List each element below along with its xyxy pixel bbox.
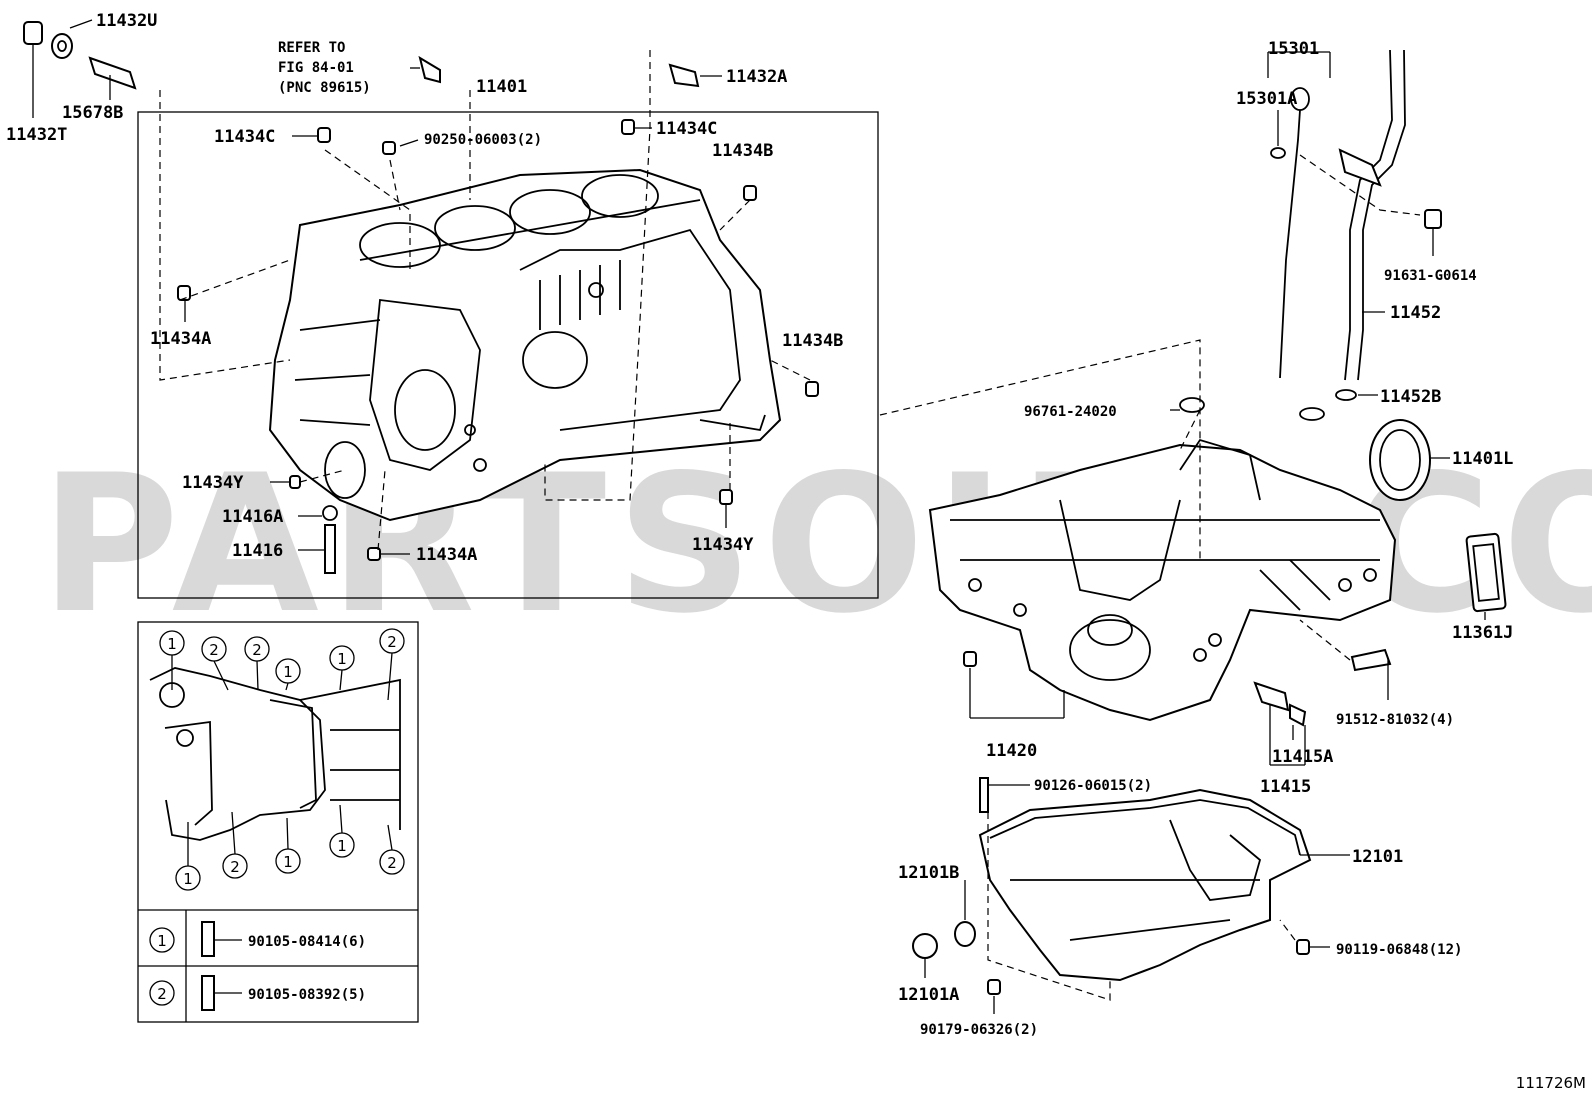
svg-text:1: 1 [167,635,177,653]
part-labels: 11432U 15678B 11432T REFER TO FIG 84-01 … [6,11,1513,1038]
figure-code: 111726M [1516,1074,1586,1092]
label-90119-06848: 90119-06848(12) [1336,942,1462,958]
crankcase-drawing [928,438,1397,722]
label-15678B: 15678B [62,103,123,123]
svg-text:2: 2 [230,858,240,876]
label-11361J: 11361J [1452,623,1513,643]
svg-text:1: 1 [283,663,293,681]
pattern-marker-9: 1 [275,848,301,874]
pattern-marker-4: 1 [275,658,301,684]
label-11452: 11452 [1390,303,1441,323]
label-11434B-top: 11434B [712,141,773,161]
label-15301: 15301 [1268,39,1319,59]
pattern-markers: 1 2 2 1 1 2 1 2 1 1 2 [159,628,405,891]
svg-text:1: 1 [183,870,193,888]
label-11452B: 11452B [1380,387,1441,407]
oil-pan-drawing [978,788,1312,982]
refer-note-line3: (PNC 89615) [278,80,371,96]
bolt-table-key-1: 1 [157,932,167,950]
svg-text:1: 1 [337,837,347,855]
label-12101B: 12101B [898,863,959,883]
label-11416: 11416 [232,541,283,561]
cylinder-block-drawing [268,168,782,522]
bolt-table-key-2: 2 [157,985,167,1003]
label-11434Y-bottom: 11434Y [692,535,754,555]
label-11401: 11401 [476,77,527,97]
bolt-table-row-1: 1 90105-08414(6) [149,921,366,957]
label-11401L: 11401L [1452,449,1513,469]
pattern-marker-7: 1 [175,865,201,891]
oil-seal-drawing [1299,407,1507,613]
small-parts [23,21,1442,995]
pattern-marker-11: 2 [379,849,405,875]
label-11432T: 11432T [6,125,67,145]
refer-note-line1: REFER TO [278,40,345,56]
label-96761-24020: 96761-24020 [1024,404,1117,420]
label-15301A: 15301A [1236,89,1297,109]
label-11415: 11415 [1260,777,1311,797]
refer-note-line2: FIG 84-01 [278,60,354,76]
pattern-marker-10: 1 [329,832,355,858]
bolt-pattern [149,667,401,841]
label-11415A: 11415A [1272,747,1333,767]
label-90126-06015: 90126-06015(2) [1034,778,1152,794]
label-90250-06003: 90250-06003(2) [424,132,542,148]
label-11434B-right: 11434B [782,331,843,351]
svg-text:1: 1 [283,853,293,871]
pattern-marker-5: 1 [329,645,355,671]
svg-text:2: 2 [252,641,262,659]
label-11432A: 11432A [726,67,787,87]
label-11420: 11420 [986,741,1037,761]
block-frame [137,111,879,599]
bolt-table: 1 90105-08414(6) 2 90105-08392(5) [149,921,366,1011]
label-91512-81032: 91512-81032(4) [1336,712,1454,728]
label-11434Y-left: 11434Y [182,473,244,493]
label-90179-06326: 90179-06326(2) [920,1022,1038,1038]
svg-text:2: 2 [387,633,397,651]
svg-text:1: 1 [337,650,347,668]
pattern-marker-8: 2 [222,853,248,879]
label-12101: 12101 [1352,847,1403,867]
label-11434A-bottom: 11434A [416,545,477,565]
svg-text:2: 2 [209,641,219,659]
bolt-pattern-frame [137,621,419,1023]
label-91631-G0614: 91631-G0614 [1384,268,1477,284]
label-11434C-left: 11434C [214,127,275,147]
label-11434A-left: 11434A [150,329,211,349]
label-11432U: 11432U [96,11,157,31]
label-11416A: 11416A [222,507,283,527]
label-12101A: 12101A [898,985,959,1005]
leader-lines [32,19,1486,1014]
bolt-table-row-2: 2 90105-08392(5) [149,975,366,1011]
bolt-table-part-2: 90105-08392(5) [248,987,366,1003]
bolt-table-part-1: 90105-08414(6) [248,934,366,950]
dipstick-drawing [1270,49,1406,401]
label-11434C-right: 11434C [656,119,717,139]
svg-text:2: 2 [387,854,397,872]
